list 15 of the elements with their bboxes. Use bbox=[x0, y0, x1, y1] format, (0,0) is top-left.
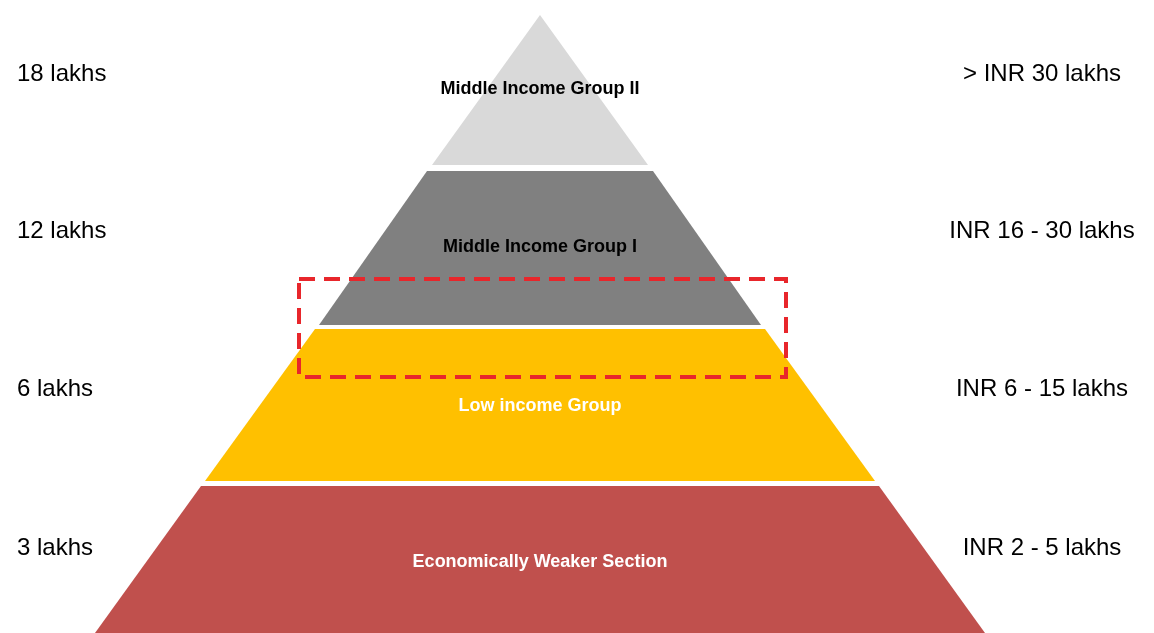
income-range-label: > INR 30 lakhs bbox=[961, 59, 1123, 87]
income-range-label: INR 6 - 15 lakhs bbox=[954, 374, 1130, 402]
tier-label: Low income Group bbox=[457, 394, 623, 416]
tier-label: Middle Income Group II bbox=[439, 77, 641, 99]
pyramid-tier bbox=[205, 329, 875, 481]
pyramid-tier bbox=[319, 171, 761, 325]
amount-label: 6 lakhs bbox=[17, 374, 94, 402]
tier-label: Economically Weaker Section bbox=[411, 550, 669, 572]
amount-label: 3 lakhs bbox=[17, 533, 94, 561]
tier-label: Middle Income Group I bbox=[442, 235, 638, 257]
income-range-label: INR 2 - 5 lakhs bbox=[961, 533, 1123, 561]
amount-label: 12 lakhs bbox=[17, 216, 107, 244]
pyramid-tier bbox=[432, 15, 648, 165]
income-range-label: INR 16 - 30 lakhs bbox=[948, 216, 1136, 244]
amount-label: 18 lakhs bbox=[17, 59, 107, 87]
